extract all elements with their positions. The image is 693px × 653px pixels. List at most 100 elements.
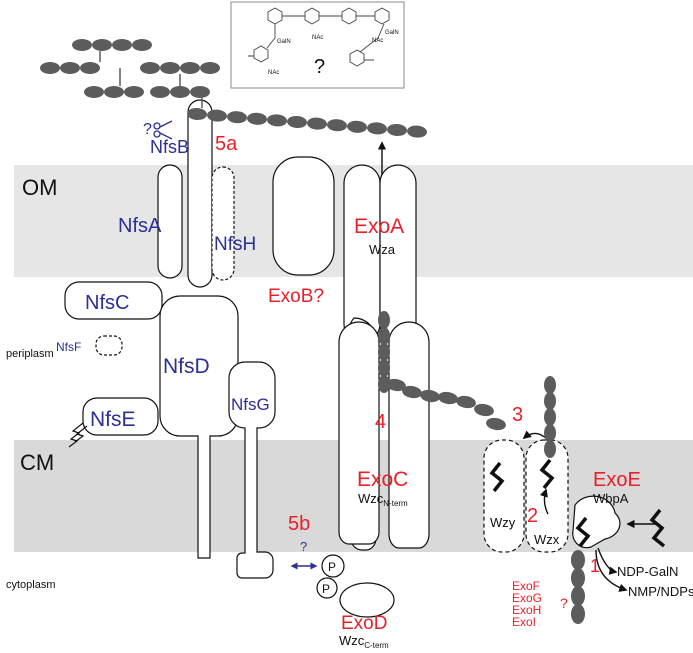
exoc-label: ExoC [357, 468, 408, 491]
exoh-label: ExoH [512, 603, 541, 617]
sugar-bead [571, 568, 585, 588]
sugar-bead [378, 327, 390, 345]
sugar-bead [170, 86, 190, 98]
exob-protein [272, 156, 335, 276]
sugar-bead [287, 115, 307, 129]
sugar-bead [60, 62, 80, 74]
sugar-bead [378, 311, 390, 329]
exoc-protein-full-right [388, 321, 430, 549]
wzc-nterm-label: WzcN-term [358, 491, 408, 508]
sugar-bead [378, 359, 390, 377]
step-3-label: 3 [512, 404, 523, 426]
sugar-bead [571, 550, 585, 570]
sugar-bead [407, 125, 427, 138]
nfsc-label: NfsC [85, 292, 129, 314]
sugar-bead [40, 62, 60, 74]
nfsg-label: NfsG [231, 395, 270, 414]
nfsa-label: NfsA [118, 215, 162, 237]
nfsb-protein [187, 99, 213, 288]
phospho-label-1: P [328, 560, 336, 574]
step-2-label: 2 [527, 505, 538, 527]
nfsh-label: NfsH [214, 234, 256, 255]
sugar-bead [104, 86, 124, 98]
nfsc-protein [64, 281, 163, 320]
exof-label: ExoF [512, 579, 540, 593]
sugar-bead [200, 62, 220, 74]
sugar-bead [544, 376, 556, 394]
exoa-label: ExoA [354, 215, 404, 238]
inset-galnac-1: GalN [385, 30, 399, 36]
exoc-protein-full-left [338, 321, 380, 545]
sugar-bead [544, 424, 556, 442]
sugar-bead [267, 114, 287, 127]
wzx-label: Wzx [534, 532, 560, 547]
exob-label: ExoB? [268, 286, 324, 307]
ndp-galn-label: NDP-GalN [617, 564, 678, 579]
sugar-bead [190, 86, 210, 98]
sugar-bead [227, 111, 247, 124]
phospho-circle-1 [321, 554, 345, 578]
sugar-bead [92, 39, 112, 51]
nfs-complex [64, 99, 335, 579]
sugar-bead [180, 62, 200, 74]
nfsf-protein [95, 335, 123, 356]
exoe-label: ExoE [593, 469, 641, 491]
step-1-label: 1 [590, 556, 600, 576]
nfse-anchor-icon [68, 422, 88, 448]
sugar-bead [544, 408, 556, 426]
lipid-carriers [489, 458, 666, 548]
sugar-bead [378, 375, 390, 393]
inset-question-mark: ? [314, 56, 325, 78]
wza-label: Wza [369, 242, 396, 257]
sugar-bead [402, 385, 422, 399]
step-5b-question-mark: ? [300, 539, 307, 554]
step-5a-label: 5a [215, 133, 238, 155]
nfse-protein [82, 397, 159, 436]
sugar-bead [387, 123, 407, 137]
inset-nac-1: NAc [312, 35, 323, 41]
sugar-bead [544, 440, 556, 458]
sugar-bead [367, 122, 387, 135]
sugar-bead [420, 389, 440, 403]
exod-protein [339, 582, 395, 618]
wzy-protein [483, 439, 525, 553]
sugar-bead [486, 417, 506, 431]
inset-nac-3: NAc [268, 70, 279, 76]
inset-nac-2: NAc [372, 38, 383, 44]
nfsd-protein [159, 295, 239, 559]
om-label: OM [22, 175, 57, 200]
inset-structure: NAc GalN NAc GalN NAc ? [230, 1, 405, 89]
exo-fgi-question-mark: ? [560, 595, 568, 611]
sugar-bead [207, 109, 227, 122]
sugar-bead [386, 378, 406, 392]
wzc-cterm-label: WzcC-term [339, 633, 389, 650]
sugar-bead [307, 117, 327, 130]
export-complex [316, 164, 430, 618]
nfse-label: NfsE [90, 408, 136, 431]
step-4-label: 4 [375, 411, 386, 433]
sugar-bead [187, 107, 207, 121]
phospho-circle-2 [316, 577, 338, 599]
step-5b-label: 5b [288, 513, 310, 535]
cytoplasm-label: cytoplasm [6, 579, 56, 591]
periplasm-label: periplasm [6, 348, 54, 360]
sugar-bead [84, 86, 104, 98]
sugar-bead [327, 119, 347, 132]
sugar-bead [438, 391, 458, 405]
sugar-bead [160, 62, 180, 74]
phospho-label-2: P [322, 582, 330, 596]
sugar-bead [544, 392, 556, 410]
flow-arrows [377, 141, 658, 592]
nfsg-protein [228, 361, 276, 579]
sugar-bead [132, 39, 152, 51]
wzy-label: Wzy [490, 515, 516, 530]
sugar-bead [112, 39, 132, 51]
sugar-bead [124, 86, 144, 98]
nfsd-label: NfsD [163, 355, 210, 378]
nmp-ndps-label: NMP/NDPs [628, 584, 693, 599]
exoi-label: ExoI [512, 615, 536, 629]
nfsh-protein [211, 166, 235, 281]
sugar-bead [347, 120, 367, 133]
sugar-bead [72, 39, 92, 51]
